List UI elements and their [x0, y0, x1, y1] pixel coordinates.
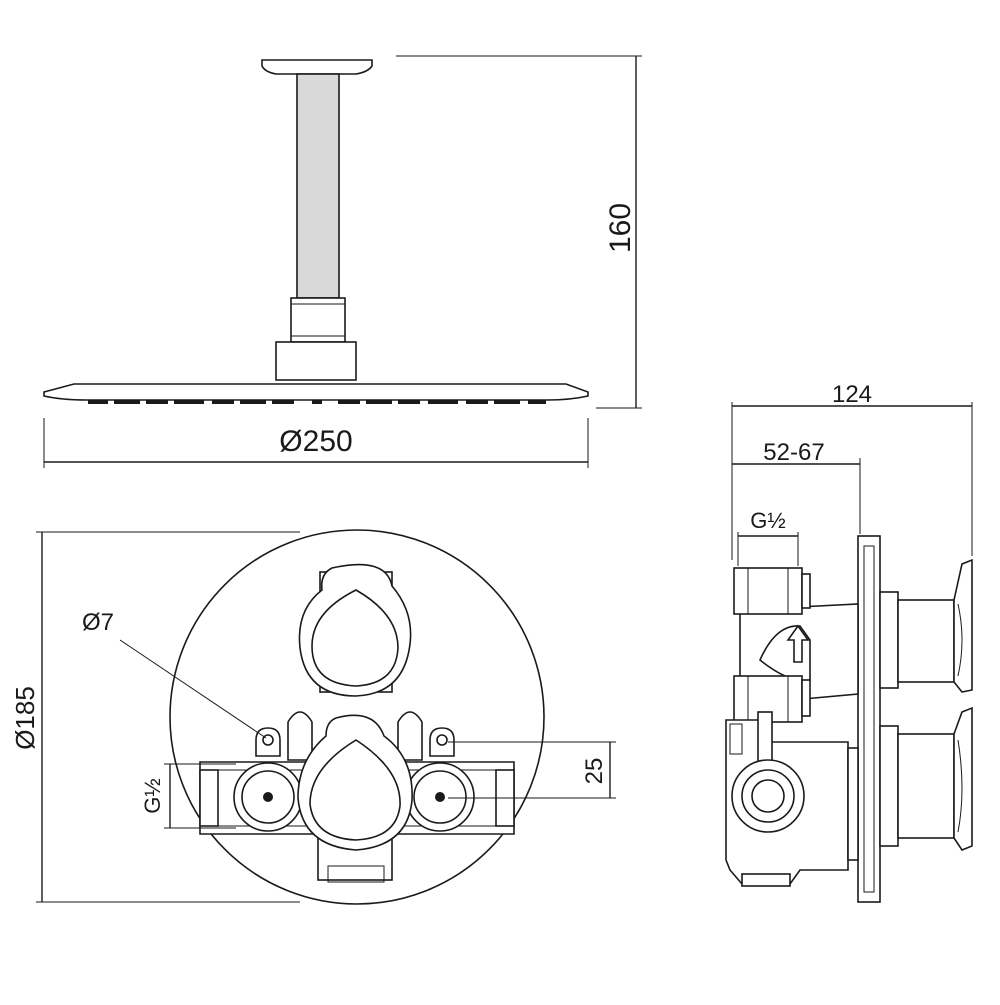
side-outlet	[731, 759, 805, 833]
label-diameter-185: Ø185	[10, 686, 40, 750]
side-upper-handle	[879, 558, 973, 693]
dimension-plate-diameter: Ø185	[10, 531, 300, 903]
mounting-ear-right	[397, 711, 455, 761]
inlet-left	[233, 762, 303, 832]
side-middle-nut	[733, 675, 811, 723]
dimension-hole: Ø7	[82, 609, 267, 739]
shower-arm	[296, 73, 340, 299]
side-lower-handle	[879, 706, 973, 851]
dimension-head-diameter: Ø250	[43, 418, 589, 468]
label-thread-side: G½	[750, 508, 785, 533]
label-spacing-25: 25	[581, 758, 608, 785]
nozzle-row	[88, 400, 546, 404]
label-hole-diameter-7: Ø7	[82, 609, 114, 636]
flow-arrow-icon	[786, 624, 810, 663]
label-height-160: 160	[604, 203, 637, 253]
dimension-width: 124	[731, 381, 973, 560]
dimension-thread-side: G½	[737, 508, 799, 566]
upper-handle	[298, 563, 412, 697]
side-cover-plate	[857, 535, 881, 903]
front-view: Ø7 Ø185 G½ 25	[10, 529, 616, 905]
ceiling-flange	[261, 59, 373, 75]
dimension-thread-front: G½	[140, 763, 236, 829]
lower-handle	[297, 714, 413, 851]
head-plate	[43, 383, 589, 401]
label-depth-52-67: 52-67	[763, 439, 824, 466]
inlet-right	[405, 762, 475, 832]
side-view: 124 52-67 G½	[725, 381, 973, 903]
head-body	[275, 341, 357, 381]
label-thread-front: G½	[140, 778, 165, 813]
arm-nut	[290, 297, 346, 343]
dimension-depth: 52-67	[732, 439, 861, 534]
shower-head-view: 160 Ø250	[43, 55, 642, 468]
dimension-height: 160	[396, 55, 642, 409]
side-top-nut	[733, 567, 811, 615]
label-width-124: 124	[832, 381, 872, 408]
label-diameter-250: Ø250	[279, 425, 352, 458]
dimension-spacing: 25	[448, 741, 616, 799]
